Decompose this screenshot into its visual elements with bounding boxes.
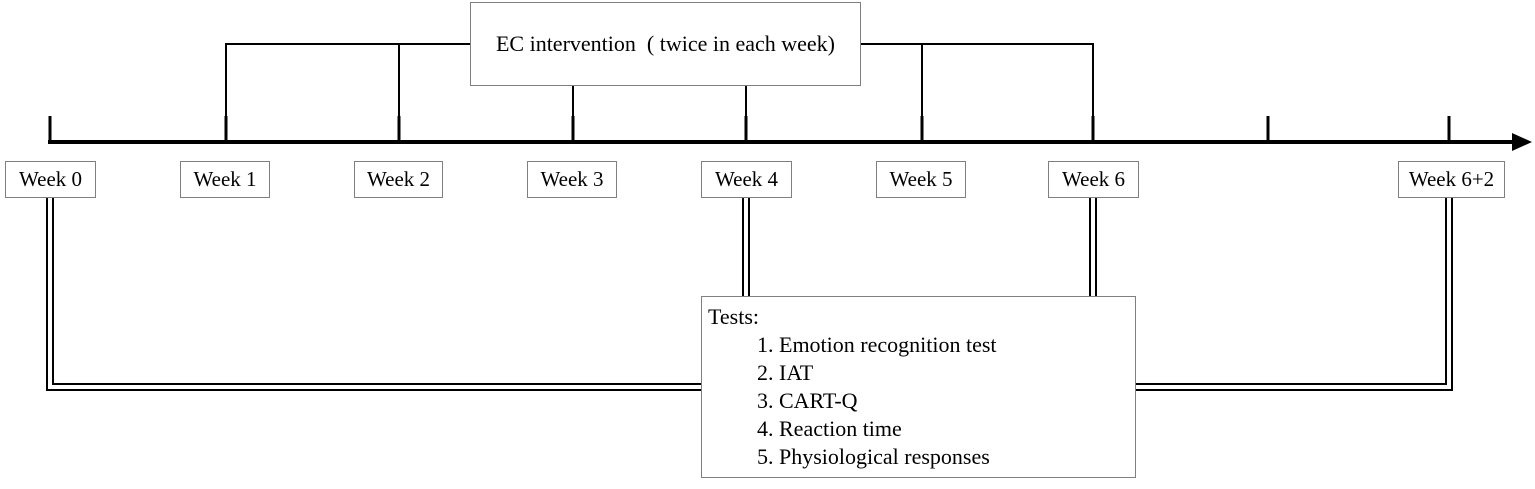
bracket-right-arm: [861, 43, 1094, 116]
bracket-left-arm: [225, 43, 470, 116]
week-6-label: Week 6: [1048, 161, 1139, 198]
test-item: 2. IAT: [757, 360, 814, 385]
week-5-label: Week 5: [876, 161, 966, 198]
week-3-label: Week 3: [527, 161, 617, 198]
connector-week-0-outer: [46, 198, 701, 391]
tests-list: 1. Emotion recognition test 2. IAT 3. CA…: [708, 331, 1135, 471]
week-2-label: Week 2: [354, 161, 443, 198]
tests-title: Tests:: [708, 304, 760, 329]
test-item: 1. Emotion recognition test: [757, 332, 997, 357]
connector-week-6-2-outer: [1136, 198, 1453, 391]
week-0-label: Week 0: [5, 161, 96, 198]
test-item: 5. Physiological responses: [757, 444, 990, 469]
tests-box: Tests: 1. Emotion recognition test 2. IA…: [701, 296, 1136, 478]
test-connectors: [46, 198, 1453, 391]
week-1-label: Week 1: [180, 161, 270, 198]
time-axis: [48, 116, 1532, 151]
connector-week-6-2-inner: [1136, 198, 1447, 385]
week-6-2-label: Week 6+2: [1398, 161, 1505, 198]
intervention-bracket: [225, 43, 1094, 116]
test-item: 4. Reaction time: [757, 416, 902, 441]
connector-week-0-inner: [52, 198, 701, 385]
intervention-box: EC intervention ( twice in each week): [470, 2, 861, 86]
week-4-label: Week 4: [701, 161, 792, 198]
test-item: 3. CART-Q: [757, 388, 858, 413]
axis-arrowhead: [1512, 133, 1532, 151]
